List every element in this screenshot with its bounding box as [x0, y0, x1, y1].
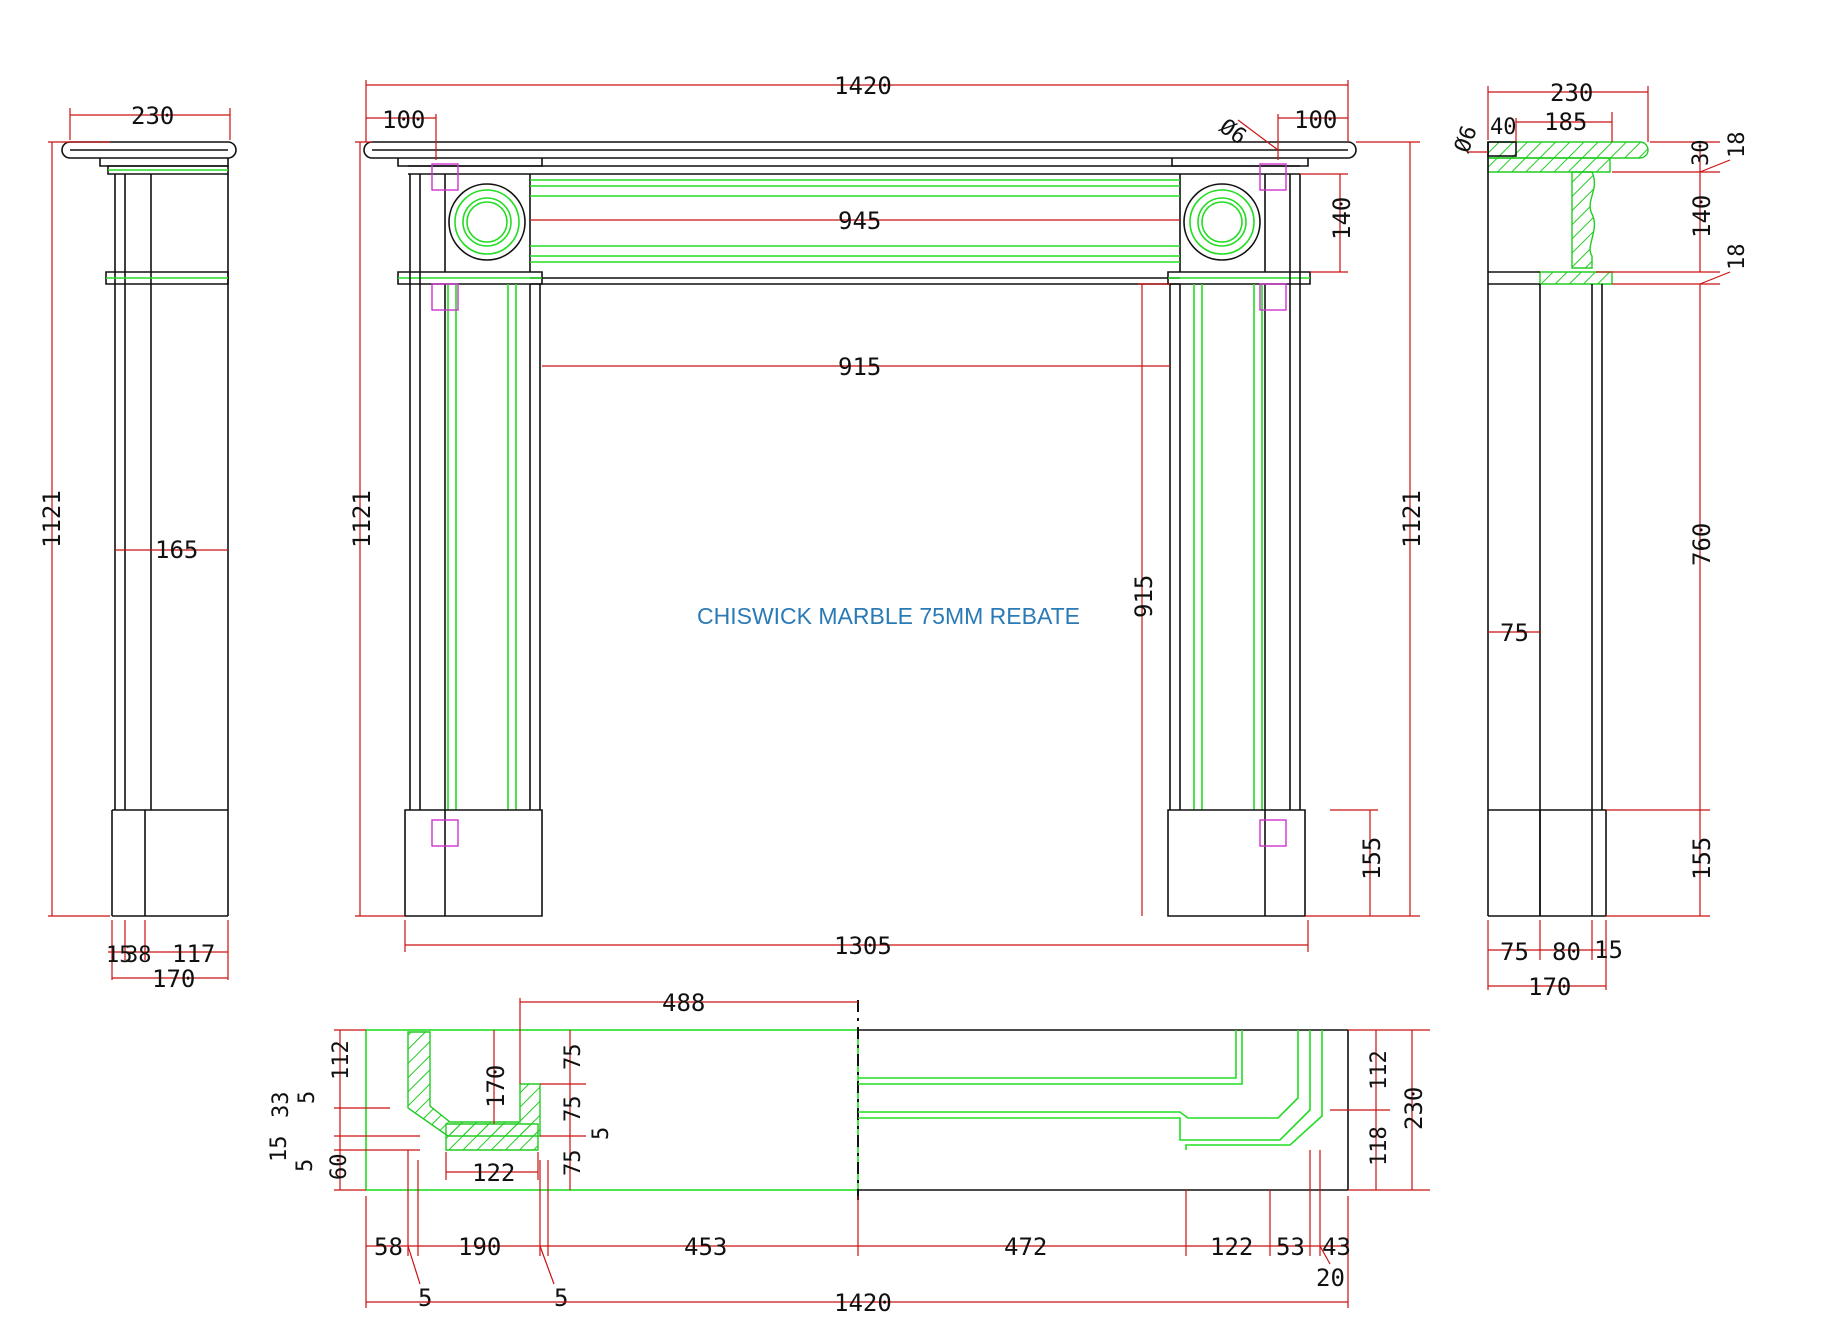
plan-112b-label: 112 — [1367, 1050, 1392, 1090]
plan-15-label: 15 — [267, 1136, 292, 1163]
plan-190-label: 190 — [458, 1233, 501, 1261]
fixing-point — [1259, 283, 1287, 311]
plinth-height-label: 155 — [1358, 837, 1386, 880]
fixing-point — [1259, 819, 1287, 847]
plan-122a-label: 122 — [472, 1159, 515, 1187]
sec-155-label: 155 — [1688, 837, 1716, 880]
plan-view: 488 112 33 5 15 5 60 170 75 75 5 75 122 … — [267, 989, 1430, 1317]
plan-20-label: 20 — [1316, 1264, 1345, 1292]
legs-width-label: 1305 — [834, 932, 892, 960]
fixing-dia-label: Ø6 — [1215, 114, 1251, 150]
left-bottom-depth-label: 170 — [152, 965, 195, 993]
plan-230-label: 230 — [1400, 1087, 1428, 1130]
plan-75a-label: 75 — [561, 1044, 586, 1071]
plan-5d-label: 5 — [418, 1284, 432, 1312]
plan-43-label: 43 — [1322, 1233, 1351, 1261]
left-height-label: 1121 — [38, 490, 66, 548]
left-leg-depth-label: 165 — [155, 536, 198, 564]
plan-58-label: 58 — [374, 1233, 403, 1261]
sec-760-label: 760 — [1688, 523, 1716, 566]
plan-472-label: 472 — [1004, 1233, 1047, 1261]
sec-75-mid-label: 75 — [1500, 619, 1529, 647]
frieze-height-label: 140 — [1328, 197, 1356, 240]
fixing-point — [431, 819, 459, 847]
plan-60-label: 60 — [327, 1154, 352, 1181]
plan-122b-label: 122 — [1210, 1233, 1253, 1261]
sec-185-label: 185 — [1544, 108, 1587, 136]
plan-5a-label: 5 — [295, 1091, 320, 1104]
front-height-right-label: 1121 — [1398, 490, 1426, 548]
plan-118-label: 118 — [1367, 1126, 1392, 1166]
plan-112a-label: 112 — [329, 1040, 354, 1080]
plan-75c-label: 75 — [561, 1150, 586, 1177]
left-top-depth-label: 230 — [131, 102, 174, 130]
left-b2-label: 38 — [125, 943, 152, 968]
sec-dia-label: Ø6 — [1450, 123, 1483, 156]
sec-b75-label: 75 — [1500, 938, 1529, 966]
plan-170-label: 170 — [482, 1065, 510, 1108]
fixing-point — [431, 163, 459, 191]
front-overhang-right-label: 100 — [1294, 106, 1337, 134]
opening-width-label: 915 — [838, 353, 881, 381]
plan-5e-label: 5 — [554, 1284, 568, 1312]
sec-18b-label: 18 — [1725, 244, 1750, 271]
front-height-left-label: 1121 — [348, 490, 376, 548]
plan-1420-label: 1420 — [834, 1289, 892, 1317]
section-view: 230 40 185 Ø6 30 18 140 18 760 155 75 75… — [1450, 79, 1750, 1001]
front-elevation: 1420 100 100 Ø6 945 915 140 1121 1121 91… — [348, 72, 1426, 960]
plan-33-label: 33 — [269, 1092, 294, 1119]
sec-30-label: 30 — [1689, 140, 1714, 167]
plan-53-label: 53 — [1276, 1233, 1305, 1261]
sec-b80-label: 80 — [1552, 938, 1581, 966]
fixing-point — [431, 283, 459, 311]
plan-5b-label: 5 — [293, 1159, 318, 1172]
opening-height-label: 915 — [1130, 575, 1158, 618]
sec-40-label: 40 — [1490, 115, 1517, 140]
front-overhang-left-label: 100 — [382, 106, 425, 134]
frieze-width-label: 945 — [838, 207, 881, 235]
plan-488-label: 488 — [662, 989, 705, 1017]
left-b3-label: 117 — [172, 940, 215, 968]
sec-140-label: 140 — [1688, 195, 1716, 238]
left-b1-label: 15 — [106, 943, 133, 968]
sec-top-width-label: 230 — [1550, 79, 1593, 107]
plan-75b-label: 75 — [561, 1096, 586, 1123]
left-side-elevation: 230 1121 165 15 38 117 170 — [38, 102, 237, 993]
sec-b15-label: 15 — [1594, 936, 1623, 964]
front-width-top-label: 1420 — [834, 72, 892, 100]
drawing-title: CHISWICK MARBLE 75MM REBATE — [697, 603, 1080, 629]
plan-5c-label: 5 — [589, 1127, 614, 1140]
sec-18a-label: 18 — [1725, 132, 1750, 159]
sec-b170-label: 170 — [1528, 973, 1571, 1001]
plan-453-label: 453 — [684, 1233, 727, 1261]
fixing-point — [1259, 163, 1287, 191]
